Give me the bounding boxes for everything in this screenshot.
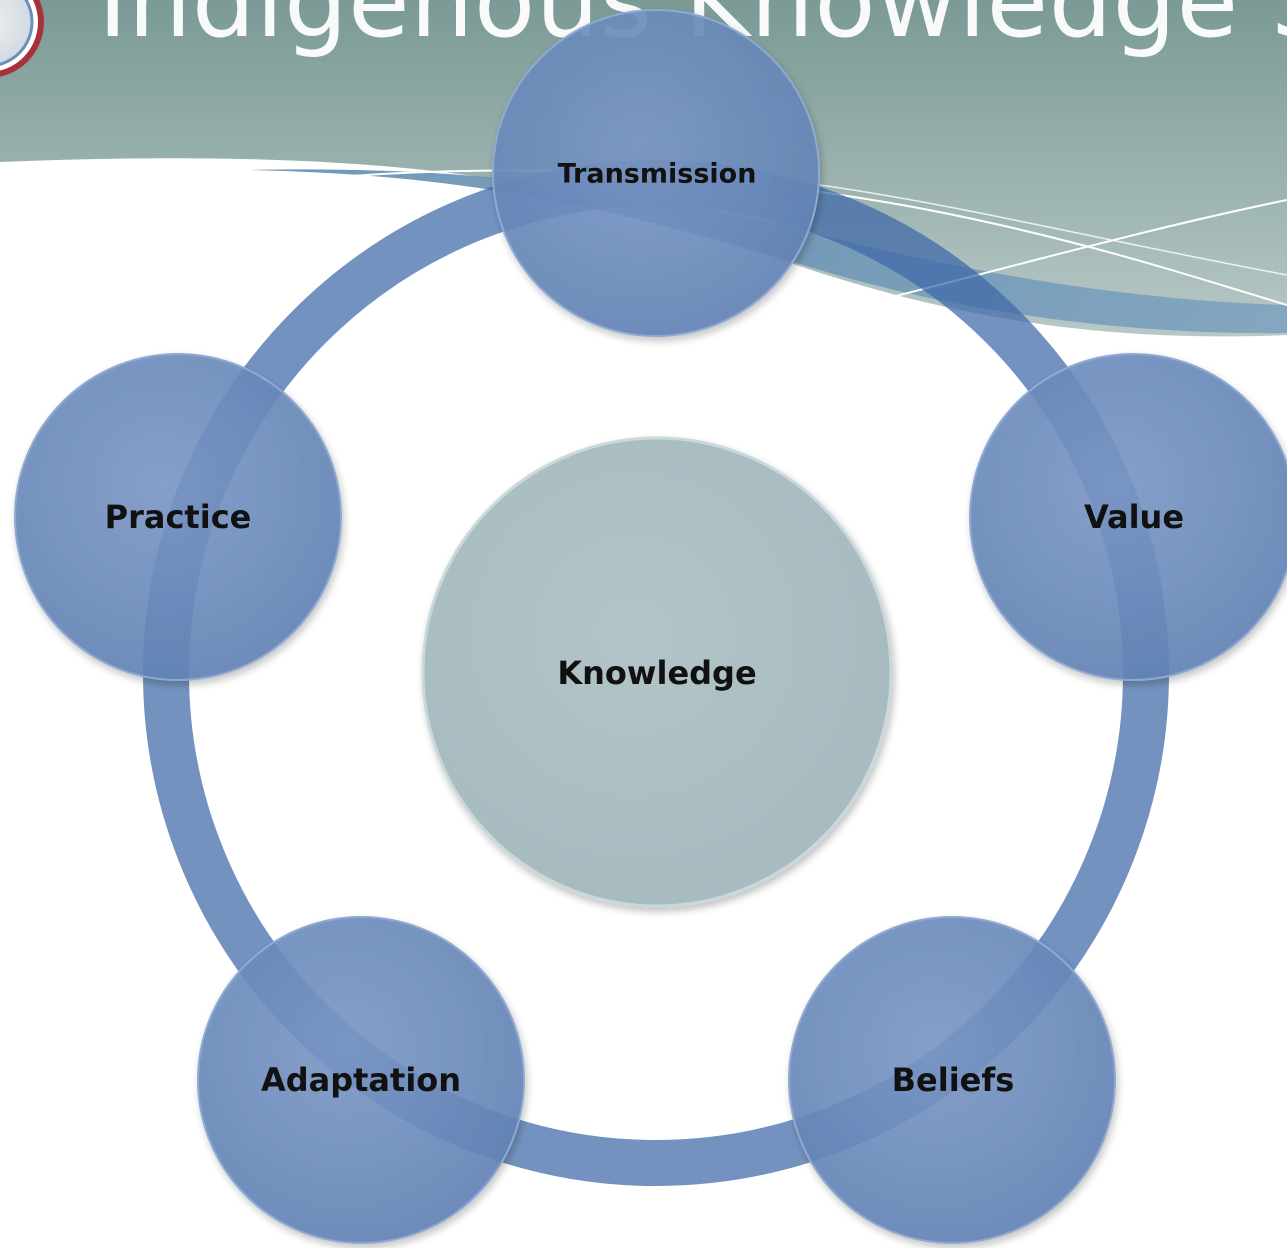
node-label-value: Value: [1083, 498, 1185, 536]
node-circle-adaptation: [197, 916, 525, 1244]
node-label-adaptation: Adaptation: [260, 1061, 462, 1099]
swoosh-line: [299, 169, 1287, 306]
node-circle-transmission: [492, 9, 820, 337]
node-circle-practice: [14, 353, 342, 681]
node-label-beliefs: Beliefs: [891, 1061, 1015, 1099]
node-label-transmission: Transmission: [557, 158, 757, 190]
node-circle-value: [969, 353, 1287, 681]
center-label: Knowledge: [557, 654, 757, 692]
node-circle-beliefs: [788, 916, 1116, 1244]
seal-logo: [0, 0, 44, 77]
center-circle: [421, 436, 893, 908]
swoosh-line: [819, 184, 1287, 276]
node-label-practice: Practice: [104, 498, 252, 536]
